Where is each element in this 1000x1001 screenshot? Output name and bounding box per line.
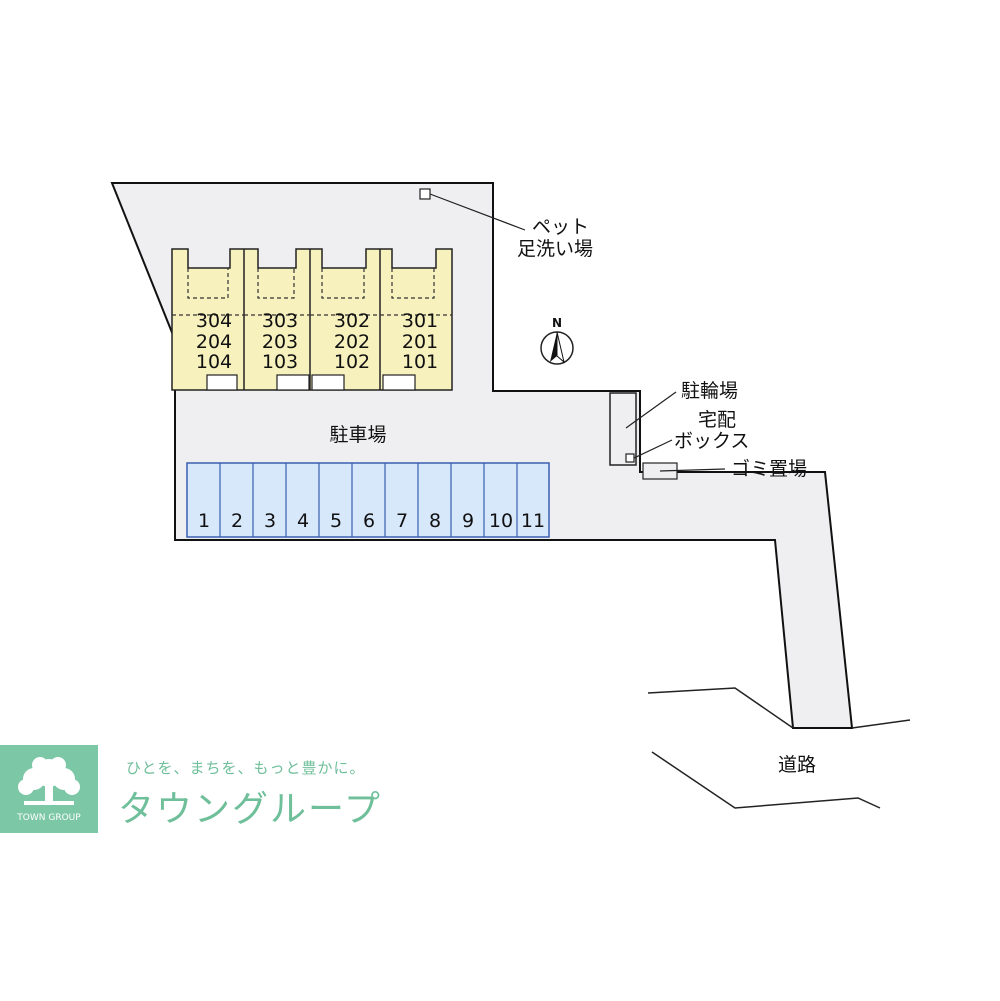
parking-slot-label: 3 xyxy=(264,510,276,532)
unit-label: 101 xyxy=(402,351,438,373)
logo-caption: TOWN GROUP xyxy=(17,813,81,823)
parking-slot-label: 8 xyxy=(429,510,441,532)
parking-slot-label: 4 xyxy=(297,510,309,532)
parking-slot-label: 6 xyxy=(363,510,375,532)
unit-label: 104 xyxy=(196,351,232,373)
town-group-logo: TOWN GROUP xyxy=(0,745,98,833)
parking-slot-label: 11 xyxy=(521,510,545,532)
apartment-building xyxy=(171,248,453,391)
brand-tagline: ひとを、まちを、もっと豊かに。 xyxy=(126,759,366,777)
bicycle-parking-area xyxy=(609,392,637,466)
parking-slot-labels: 1 2 3 4 5 6 7 8 9 10 11 xyxy=(198,510,545,532)
pet-wash-label-line1: ペット xyxy=(532,216,589,238)
unit-label: 301 xyxy=(402,310,438,332)
parking-slot-label: 9 xyxy=(462,510,474,532)
garbage-label: ゴミ置場 xyxy=(731,458,807,480)
parking-slot-label: 1 xyxy=(198,510,210,532)
north-arrow-icon: N xyxy=(540,316,574,365)
unit-label: 303 xyxy=(262,310,298,332)
parking-slot-label: 2 xyxy=(231,510,243,532)
delivery-box-marker xyxy=(625,453,635,463)
parking-slot-label: 7 xyxy=(396,510,408,532)
unit-labels: 304 204 104 303 203 103 302 202 102 301 … xyxy=(196,310,438,373)
parking-slot-label: 10 xyxy=(489,510,513,532)
unit-label: 202 xyxy=(334,331,370,353)
delivery-box-label-line2: ボックス xyxy=(674,430,749,452)
unit-label: 102 xyxy=(334,351,370,373)
unit-label: 103 xyxy=(262,351,298,373)
parking-area xyxy=(186,462,550,538)
brand-name: タウングループ xyxy=(118,789,382,830)
road-edge-lower xyxy=(651,751,881,809)
road-label: 道路 xyxy=(778,754,816,776)
tree-logo-icon xyxy=(18,757,80,805)
unit-label: 201 xyxy=(402,331,438,353)
pet-wash-marker xyxy=(419,188,431,200)
road-edge-upper xyxy=(647,687,911,729)
north-label: N xyxy=(552,316,562,330)
unit-label: 304 xyxy=(196,310,232,332)
pet-wash-label-line2: 足洗い場 xyxy=(517,238,593,260)
delivery-box-label-line1: 宅配 xyxy=(698,409,736,431)
parking-slot-label: 5 xyxy=(330,510,342,532)
unit-label: 203 xyxy=(262,331,298,353)
unit-label: 204 xyxy=(196,331,232,353)
bicycle-parking-label: 駐輪場 xyxy=(681,380,738,402)
lot-outline xyxy=(110,182,854,729)
unit-label: 302 xyxy=(334,310,370,332)
parking-lot-label: 駐車場 xyxy=(329,424,386,446)
